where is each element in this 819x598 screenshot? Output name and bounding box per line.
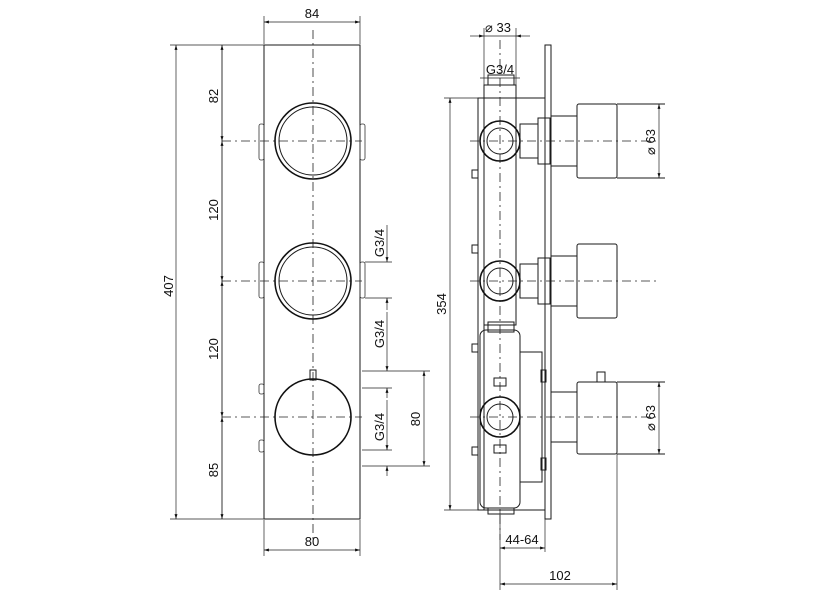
side-upper-valve: ⌀ 63 [479,103,665,179]
front-upper-knob [274,102,352,180]
dim-inlet-top: G3/4 [486,62,514,77]
front-middle-knob [274,242,352,320]
dim-total-height: 407 [161,275,176,297]
dim-diameter-top: ⌀ 33 [485,20,511,35]
front-view: 84 80 407 82 120 120 85 G3/4 G3/4 [161,6,430,556]
dim-outlet-middle: G3/4 [372,320,387,348]
dim-width-bottom: 80 [305,534,319,549]
dim-spacing-80: 80 [408,412,423,426]
dim-seg-top: 82 [206,89,221,103]
dim-overall-depth: 102 [549,568,571,583]
dim-body-height: 354 [434,293,449,315]
dim-depth-range: 44-64 [505,532,538,547]
dim-knob-diameter-upper: ⌀ 63 [643,129,658,155]
dim-outlet-lower: G3/4 [372,413,387,441]
side-view: ⌀ 33 G3/4 ⌀ 63 [434,20,665,590]
front-plate [263,44,361,520]
dim-width-top: 84 [305,6,319,21]
side-thermostat-body: ⌀ 63 [479,321,665,515]
dim-outlet-upper: G3/4 [372,229,387,257]
dim-knob-diameter-lower: ⌀ 63 [643,405,658,431]
dim-seg-mid2: 120 [206,338,221,360]
dim-seg-bottom: 85 [206,463,221,477]
front-lower-knob [274,369,352,456]
side-middle-valve [479,243,618,319]
dim-seg-mid1: 120 [206,199,221,221]
